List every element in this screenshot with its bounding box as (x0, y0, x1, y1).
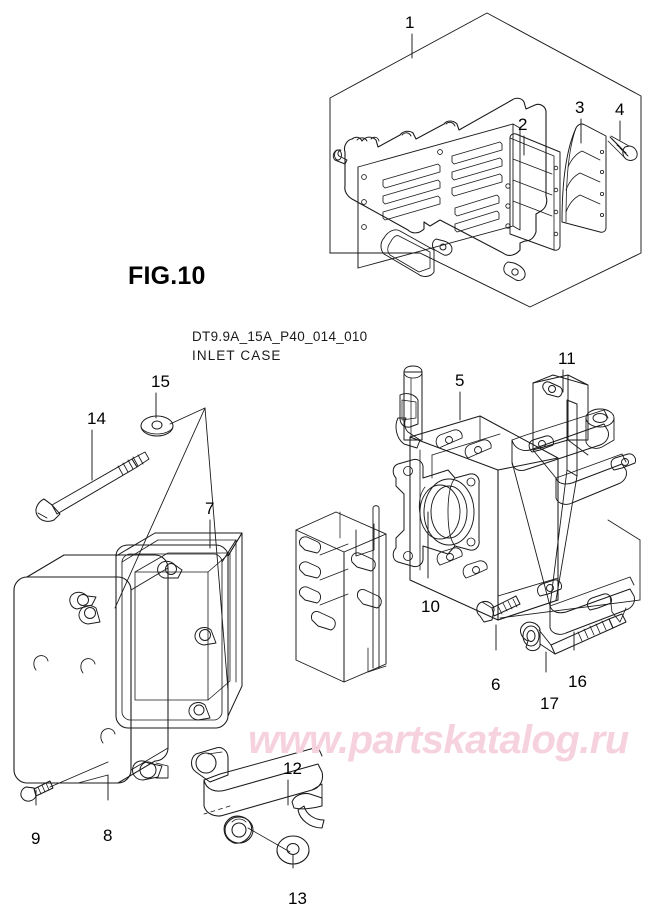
callout-2: 2 (518, 115, 528, 134)
inlet-case-body-part (295, 365, 559, 683)
silencer-case-part (78, 532, 243, 729)
hex-flange-bolt-part (520, 621, 556, 655)
callout-15: 15 (151, 372, 170, 391)
callout-11: 11 (558, 349, 576, 368)
callout-10: 10 (421, 597, 440, 616)
cover-screw-part (20, 780, 54, 802)
reed-valve-plate (332, 97, 548, 281)
callout-6: 6 (491, 675, 501, 694)
inlet-bolt-part (476, 595, 521, 623)
callout-8: 8 (103, 826, 113, 845)
callout-12: 12 (283, 759, 302, 778)
callout-16: 16 (568, 672, 587, 691)
callout-4: 4 (615, 100, 625, 119)
callout-9: 9 (31, 829, 41, 848)
figure-code: DT9.9A_15A_P40_014_010 (192, 329, 368, 344)
silencer-cover-part (13, 554, 169, 788)
callout-14: 14 (87, 409, 106, 428)
figure-name: INLET CASE (192, 348, 282, 364)
callout-17: 17 (540, 694, 559, 713)
reed-screw-part (607, 135, 638, 161)
inlet-case-gasket-part (392, 458, 480, 568)
figure-caption: DT9.9A_15A_P40_014_010 INLET CASE (192, 327, 368, 365)
long-bolt-part (35, 451, 150, 522)
reed-valve-part (509, 133, 561, 251)
assembly-box-outline (329, 12, 642, 308)
callout-1: 1 (405, 13, 415, 32)
callout-7: 7 (205, 499, 215, 518)
assembly-leader-fan (114, 407, 229, 691)
flange-bolt-part (550, 613, 627, 655)
throttle-link-lever-part (190, 746, 325, 853)
callout-3: 3 (575, 98, 585, 117)
reed-stopper-part (561, 123, 607, 233)
callout-5: 5 (455, 371, 465, 390)
flat-washer-part (140, 415, 174, 437)
figure-title: FIG.10 (128, 262, 206, 290)
throttle-bracket-part (499, 374, 641, 635)
callout-13: 13 (288, 889, 307, 908)
callout-leaders (35, 33, 621, 869)
